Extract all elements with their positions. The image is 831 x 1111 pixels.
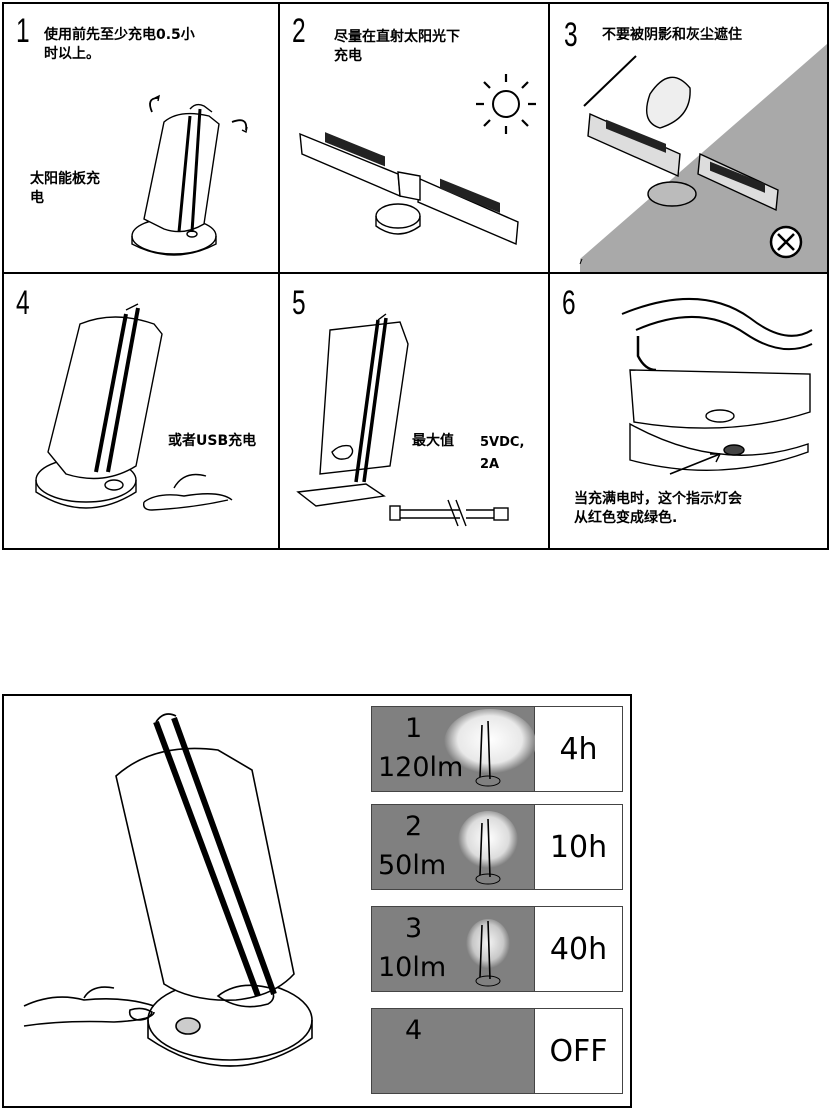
step-number: 6	[562, 284, 576, 322]
lamp-glow-icon	[458, 811, 518, 885]
solar-lamp-illustration	[131, 94, 248, 256]
mode-number: 3	[405, 913, 423, 944]
mode-level-box: 2 50lm	[371, 804, 535, 890]
step-6-panel: 6 当充满电时，这个指示灯会 从红色变成绿色.	[550, 274, 827, 548]
step-5-panel: 5 最大值 5VDC, 2A	[280, 274, 548, 548]
grid-divider	[278, 4, 280, 548]
step-number: 4	[16, 284, 30, 322]
mode-level-box: 1 120lm	[371, 706, 536, 792]
mode-row-2: 2 50lm 10h	[371, 804, 623, 890]
solar-panel-sun-illustration	[299, 74, 536, 246]
step-caption: 当充满电时，这个指示灯会 从红色变成绿色.	[574, 491, 742, 526]
lamp-touch-button-illustration	[23, 713, 313, 1067]
step-caption: 或者USB充电	[168, 433, 257, 449]
mode-runtime: 4h	[535, 706, 623, 792]
usb-cable-illustration	[296, 313, 509, 527]
step-number: 1	[16, 12, 30, 50]
step-number: 5	[292, 284, 306, 322]
step-caption: 使用前先至少充电0.5小 时以上。	[44, 27, 195, 62]
step-3-panel: 3 不要被阴影和灰尘遮住	[550, 4, 827, 272]
grid-divider	[548, 4, 550, 548]
lamp-glow-icon	[466, 919, 510, 987]
lighting-mode-panel: 1 120lm 4h 2 50lm 10h	[2, 694, 632, 1108]
step-2-panel: 2 尽量在直射太阳光下 充电	[280, 4, 548, 272]
step-1-panel: 1 使用前先至少充电0.5小 时以上。 太阳能板充 电	[4, 4, 278, 272]
mode-row-3: 3 10lm 40h	[371, 906, 623, 992]
mode-row-1: 1 120lm 4h	[371, 706, 623, 792]
max-output-spec: 5VDC, 2A	[480, 435, 525, 472]
step-subcaption: 太阳能板充 电	[30, 171, 100, 206]
shadow-warning-illustration	[579, 44, 827, 272]
mode-number: 4	[405, 1015, 423, 1046]
indicator-light-illustration	[621, 298, 813, 475]
instruction-grid: 1 使用前先至少充电0.5小 时以上。 太阳能板充 电 2 尽量在直射太阳光下 …	[2, 2, 829, 550]
step-number: 2	[292, 12, 306, 50]
mode-number: 2	[405, 811, 423, 842]
mode-runtime: 10h	[535, 804, 623, 890]
step-caption: 不要被阴影和灰尘遮住	[602, 27, 742, 43]
mode-level-box: 4	[371, 1008, 535, 1094]
step-number: 3	[564, 16, 578, 54]
step-4-panel: 4 或者USB充电	[4, 274, 278, 548]
mode-row-4: 4 OFF	[371, 1008, 623, 1094]
lamp-glow-icon	[444, 709, 536, 787]
mode-lumens: 120lm	[378, 752, 464, 783]
usb-charge-illustration	[35, 303, 233, 511]
mode-level-box: 3 10lm	[371, 906, 535, 992]
mode-lumens: 50lm	[378, 850, 447, 881]
mode-runtime: 40h	[535, 906, 623, 992]
mode-runtime: OFF	[535, 1008, 623, 1094]
grid-divider	[4, 272, 827, 274]
step-caption: 尽量在直射太阳光下 充电	[334, 29, 460, 64]
mode-lumens: 10lm	[378, 952, 447, 983]
mode-number: 1	[405, 713, 423, 744]
step-caption: 最大值	[412, 433, 454, 449]
